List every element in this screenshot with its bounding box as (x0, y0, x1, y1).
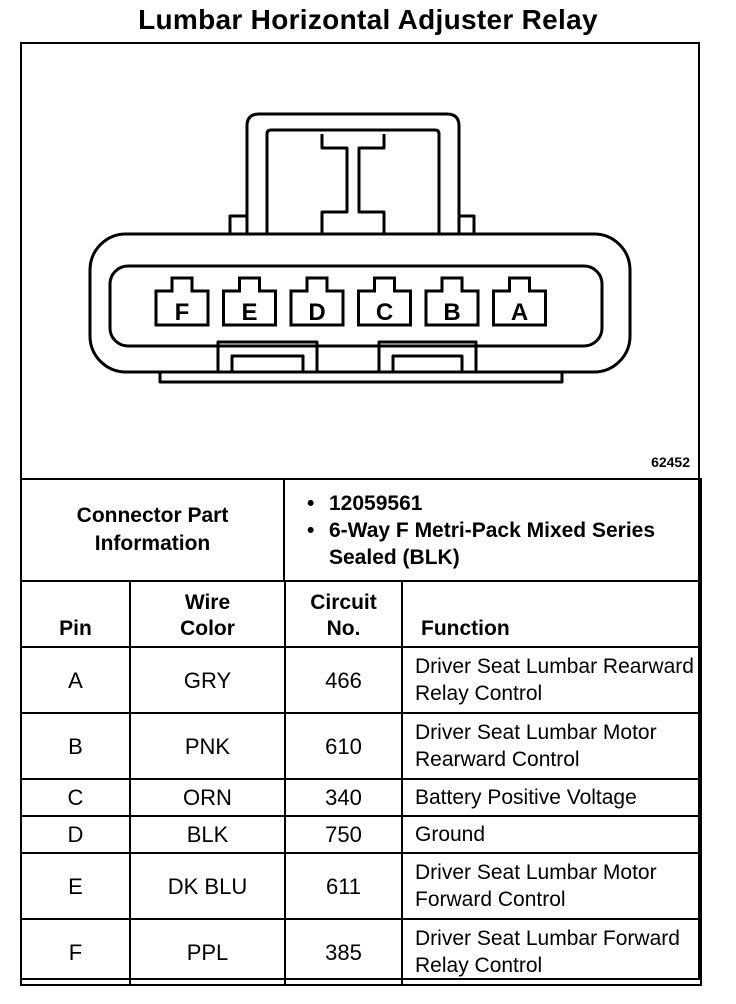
color-cell: DK BLU (129, 852, 286, 920)
function-cell: Ground (401, 815, 702, 854)
header-function: Function (401, 580, 702, 648)
pin-terminal-a (492, 276, 547, 327)
table-row: B PNK 610 Driver Seat Lumbar Motor Rearw… (20, 712, 702, 780)
table-row: C ORN 340 Battery Positive Voltage (20, 778, 702, 817)
pin-terminal-c (357, 276, 412, 327)
header-pin: Pin (20, 580, 131, 648)
pin-terminals (154, 276, 547, 327)
pin-cell: B (20, 712, 131, 780)
pin-cell: D (20, 815, 131, 854)
connector-housing (88, 232, 632, 374)
pin-terminal-e (222, 276, 277, 327)
pin-label-e: E (241, 299, 257, 326)
connector-description: 6-Way F Metri-Pack Mixed Series Sealed (… (303, 517, 659, 571)
pin-label-b: B (443, 299, 460, 326)
color-cell: GRY (129, 646, 286, 714)
pin-terminal-b (424, 276, 480, 327)
table-row: A GRY 466 Driver Seat Lumbar Rearward Re… (20, 646, 702, 714)
pin-label-c: C (376, 299, 393, 326)
circuit-cell: 610 (284, 712, 403, 780)
part-number: 12059561 (303, 490, 700, 517)
pin-terminal-d (289, 276, 345, 327)
circuit-cell: 385 (284, 918, 403, 986)
pin-label-a: A (511, 299, 528, 326)
table-row: F PPL 385 Driver Seat Lumbar Forward Rel… (20, 918, 702, 986)
circuit-cell: 340 (284, 778, 403, 817)
circuit-cell: 750 (284, 815, 403, 854)
pin-cell: C (20, 778, 131, 817)
color-cell: PNK (129, 712, 286, 780)
color-cell: BLK (129, 815, 286, 854)
page-title: Lumbar Horizontal Adjuster Relay (138, 4, 598, 35)
function-cell: Driver Seat Lumbar Rearward Relay Contro… (401, 646, 702, 714)
pin-label-f: F (175, 299, 190, 326)
part-info-list: 12059561 6-Way F Metri-Pack Mixed Series… (283, 478, 702, 582)
table-row: E DK BLU 611 Driver Seat Lumbar Motor Fo… (20, 852, 702, 920)
function-cell: Battery Positive Voltage (401, 778, 702, 817)
pin-cell: E (20, 852, 131, 920)
pin-cell: F (20, 918, 131, 986)
function-cell: Driver Seat Lumbar Motor Forward Control (401, 852, 702, 920)
circuit-cell: 611 (284, 852, 403, 920)
connector-part-info: Connector Part Information 12059561 6-Wa… (20, 478, 702, 582)
function-cell: Driver Seat Lumbar Motor Rearward Contro… (401, 712, 702, 780)
figure-id: 62452 (651, 454, 690, 470)
connector-key (320, 134, 386, 234)
part-info-label: Connector Part Information (20, 478, 285, 582)
table-header-row: Pin Wire Color Circuit No. Function (20, 580, 702, 648)
pin-cell: A (20, 646, 131, 714)
pin-table: Pin Wire Color Circuit No. Function A GR… (20, 580, 702, 986)
connector-lock-tab (245, 112, 461, 234)
pin-terminal-f (154, 276, 210, 327)
table-row: D BLK 750 Ground (20, 815, 702, 854)
connector-cavity (108, 264, 604, 348)
function-cell: Driver Seat Lumbar Forward Relay Control (401, 918, 702, 986)
circuit-cell: 466 (284, 646, 403, 714)
color-cell: PPL (129, 918, 286, 986)
header-circuit: Circuit No. (284, 580, 403, 648)
color-cell: ORN (129, 778, 286, 817)
header-wire-color: Wire Color (129, 580, 286, 648)
pin-label-d: D (308, 299, 325, 326)
